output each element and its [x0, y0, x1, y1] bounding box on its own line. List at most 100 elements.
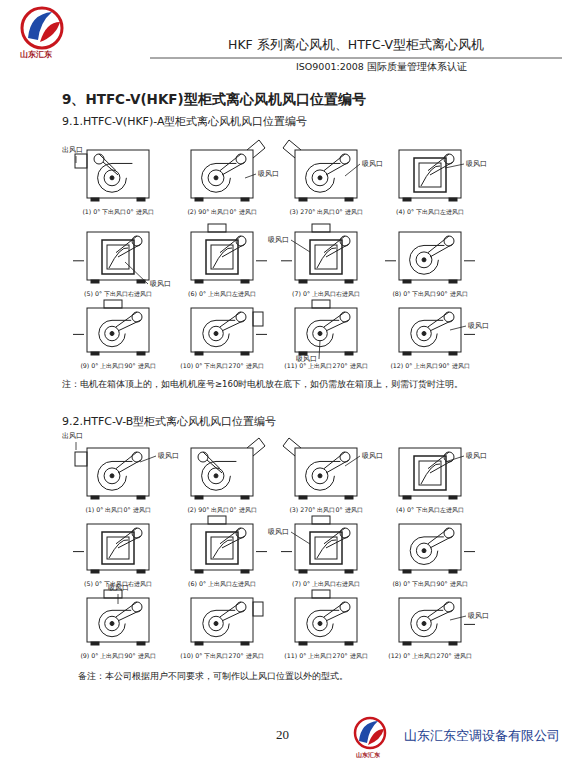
cabinet-foot: [403, 642, 411, 645]
shaft: [318, 474, 322, 478]
fan-cabinet: [87, 524, 149, 570]
leader-line: [291, 532, 310, 544]
text-label: 山东汇东: [20, 50, 52, 59]
belt: [222, 320, 245, 331]
text-label: 20: [276, 728, 289, 743]
shaft: [214, 474, 218, 478]
callout-label: 吸风口: [466, 452, 487, 460]
volute: [202, 461, 237, 490]
fan-cabinet: [191, 232, 253, 280]
figure-caption: (12) 0° 上出风口90° 进风口: [390, 362, 469, 369]
outlet-duct: [208, 224, 226, 232]
belt: [220, 528, 241, 544]
inlet-opening: [107, 537, 129, 559]
belt: [428, 528, 449, 544]
volute: [203, 610, 235, 636]
text-label: 山东汇东空调设备有限公司: [404, 729, 560, 743]
leader-line: [140, 456, 156, 462]
figure-caption: (2) 90° 出风口0° 进风口: [187, 506, 256, 513]
fan-cabinet: [191, 524, 253, 570]
inlet-arrow-shaft: [385, 260, 396, 261]
inlet-opening: [211, 245, 233, 269]
belt: [220, 312, 241, 327]
volute: [99, 610, 131, 636]
figure-caption: (3) 270° 出风口0° 进风口: [289, 506, 362, 513]
belt: [220, 154, 241, 171]
volute: [98, 461, 133, 490]
motor-pulley: [94, 154, 104, 164]
cabinet-foot: [403, 352, 411, 355]
inlet-arrow-shaft: [281, 260, 292, 261]
cabinet-foot: [403, 570, 411, 573]
belt: [430, 536, 453, 548]
inlet-arrow-shaft: [73, 260, 84, 261]
fan-cabinet: [399, 150, 461, 198]
leader-line: [125, 262, 148, 284]
belt: [324, 528, 345, 544]
belt: [326, 536, 349, 548]
section-title: 9、HTFC-V(HKF)型柜式离心风机风口位置编号: [62, 92, 366, 108]
belt: [118, 320, 141, 331]
fan-diagram: [73, 232, 149, 283]
fan-cabinet: [191, 448, 253, 496]
belt: [430, 610, 453, 621]
inlet-opening: [315, 245, 337, 269]
callout-label: 吸风口: [268, 528, 289, 536]
cabinet-foot: [195, 496, 203, 499]
fan-cabinet: [87, 448, 149, 496]
cabinet-foot: [345, 198, 353, 201]
fan-diagram: [283, 140, 357, 201]
fan-diagram: [73, 524, 149, 573]
cabinet-foot: [241, 280, 249, 283]
cabinet-foot: [299, 570, 307, 573]
volute: [307, 610, 339, 636]
fan-diagram: [295, 590, 357, 645]
cabinet-foot: [137, 570, 145, 573]
figure-caption: (4) 0° 下出风口左进风口: [396, 208, 464, 215]
figure-caption: (11) 0° 上出风口270° 进风口: [284, 652, 367, 659]
impeller: [312, 468, 328, 484]
fan-diagram: [191, 140, 265, 201]
cabinet-foot: [137, 198, 145, 201]
belt: [324, 154, 345, 171]
cabinet-foot: [137, 352, 145, 355]
outlet-duct: [312, 224, 330, 232]
inlet-arrow-shaft: [256, 334, 267, 335]
impeller: [105, 326, 120, 341]
volute: [202, 163, 237, 192]
shaft: [110, 622, 114, 626]
impeller: [312, 170, 328, 186]
inlet-frame: [310, 532, 342, 564]
fan-cabinet: [399, 448, 461, 496]
belt: [428, 602, 449, 617]
outlet-duct: [312, 516, 330, 524]
cabinet-foot: [299, 352, 307, 355]
cabinet-foot: [345, 352, 353, 355]
cabinet-foot: [241, 352, 249, 355]
header-rule: [150, 58, 562, 59]
belt: [118, 610, 141, 621]
belt: [324, 602, 345, 617]
leader-line: [76, 156, 77, 163]
shaft: [214, 176, 218, 180]
volute: [411, 320, 443, 346]
cabinet-foot: [195, 198, 203, 201]
volute: [203, 320, 235, 346]
belt: [324, 312, 345, 327]
fan-cabinet: [295, 598, 357, 642]
belt: [116, 312, 137, 327]
volute: [306, 163, 341, 192]
cabinet-foot: [91, 642, 99, 645]
text-label: HKF 系列离心风机、HTFC-V型柜式离心风机: [228, 38, 484, 52]
leader-line: [445, 164, 464, 168]
text-label: 注：电机在箱体顶上的，如电机机座号≥160时电机放在底下，如仍需放在箱顶上，则需…: [62, 380, 463, 390]
figure-caption: (6) 0° 上出风口左进风口: [188, 580, 256, 587]
cabinet-foot: [91, 352, 99, 355]
callout-label: 吸风口: [268, 236, 289, 244]
inlet-frame: [206, 240, 238, 274]
shaft: [110, 474, 114, 478]
cabinet-foot: [91, 280, 99, 283]
shaft: [318, 176, 322, 180]
inlet-opening: [211, 537, 233, 559]
fan-diagram: [191, 224, 267, 283]
